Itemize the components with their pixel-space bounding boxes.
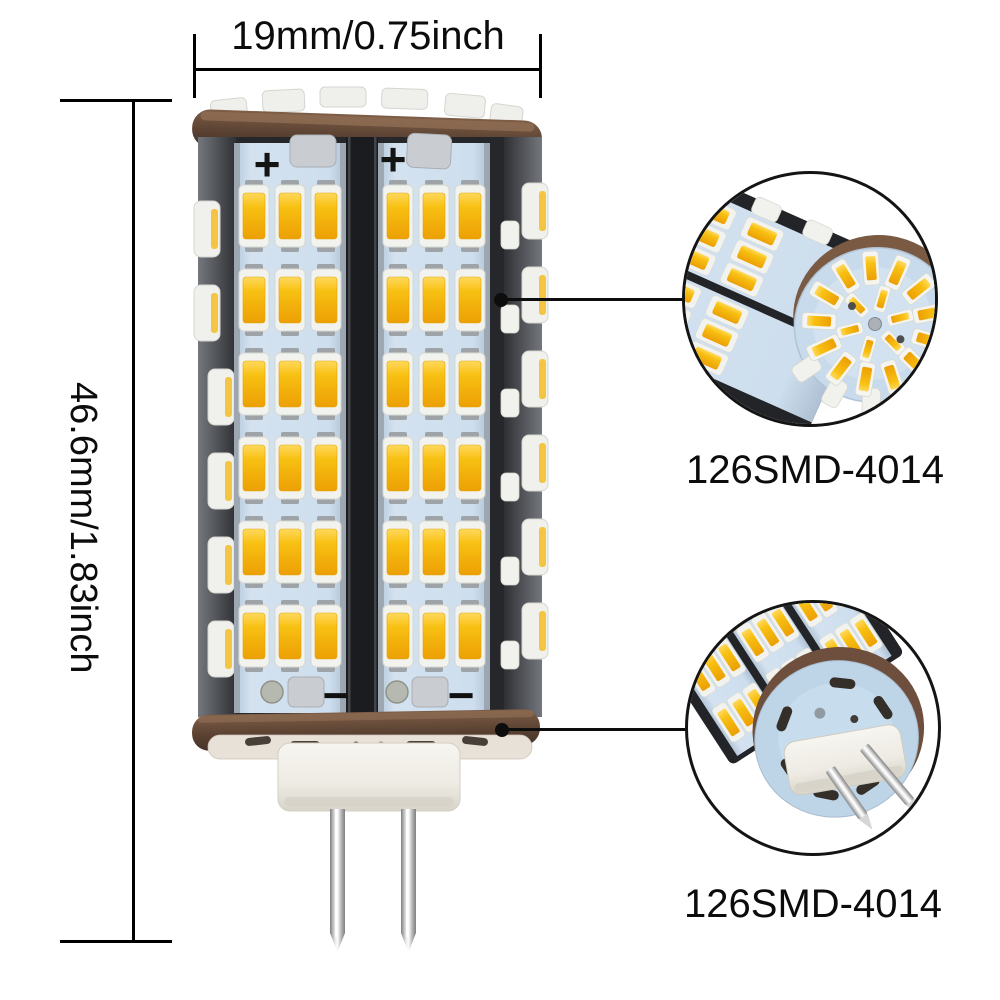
callout-dot-top — [494, 293, 508, 307]
width-dimension-label: 19mm/0.75inch — [231, 14, 505, 58]
inset-bottom-ceramic — [783, 724, 907, 796]
polarity-minus-left: − — [323, 669, 350, 721]
width-dimension-tick-right — [539, 34, 542, 98]
ceramic-base — [277, 742, 461, 812]
callout-line-bottom — [504, 728, 689, 731]
inset-top-face — [789, 235, 935, 417]
callout-line-top — [503, 298, 685, 301]
bulb-center-divider — [346, 137, 378, 717]
solder-tabs — [289, 132, 453, 170]
height-dimension-tick-bottom — [60, 940, 172, 943]
width-dimension-tick-left — [193, 34, 196, 98]
zoom-inset-base-view — [685, 600, 941, 856]
inset-top-illustration — [685, 174, 935, 424]
callout-dot-bottom — [495, 723, 509, 737]
inset-bottom-label: 126SMD-4014 — [684, 882, 942, 926]
zoom-inset-top-view — [682, 171, 938, 427]
height-dimension-tick-top — [60, 99, 172, 102]
height-dimension-label: 46.6mm/1.83inch — [62, 382, 104, 674]
g4-pins — [330, 809, 416, 952]
inset-bottom-illustration — [688, 603, 925, 830]
height-dimension-line — [132, 99, 135, 943]
polarity-plus-right: + — [380, 133, 407, 185]
inset-top-label: 126SMD-4014 — [686, 448, 944, 492]
width-dimension-line — [195, 68, 541, 71]
led-bulb-photo: + + − − — [192, 86, 549, 952]
